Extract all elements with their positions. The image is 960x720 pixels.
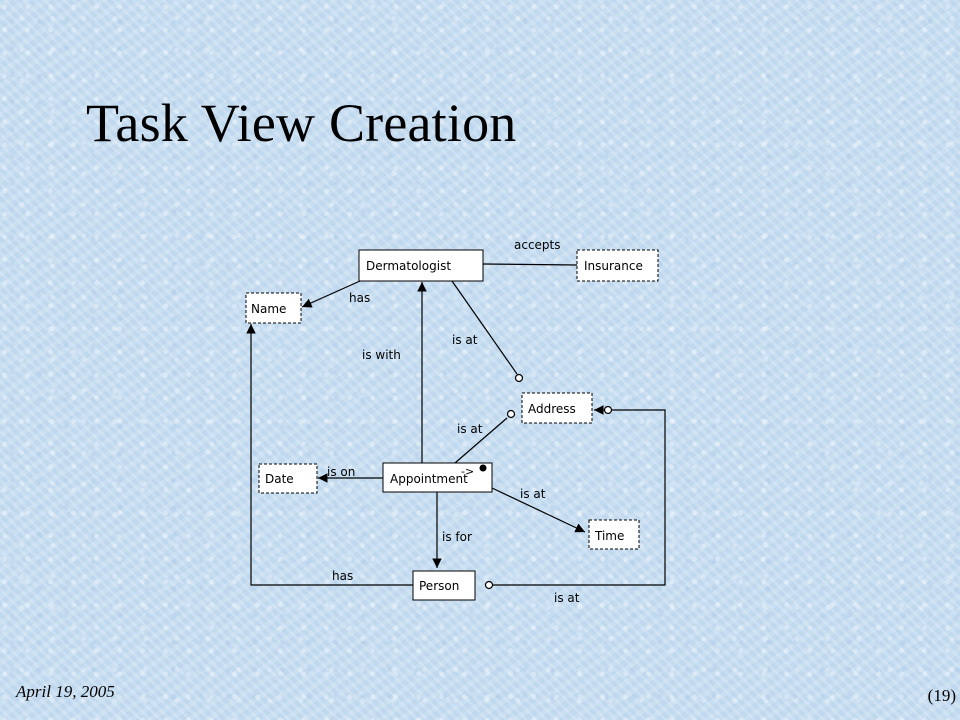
node-insurance-label: Insurance	[584, 259, 643, 273]
slide-title: Task View Creation	[86, 93, 517, 153]
node-address-label: Address	[528, 402, 576, 416]
node-dermatologist: Dermatologist	[358, 249, 484, 282]
label-is-at-appt-address: is at	[457, 422, 483, 436]
node-address: Address	[521, 392, 593, 424]
label-has-person: has	[332, 569, 353, 583]
edge-person-address	[484, 405, 666, 590]
edge-derm-address	[451, 280, 524, 383]
edge-appt-address	[454, 409, 516, 464]
label-is-at-person: is at	[554, 591, 580, 605]
label-is-at-time: is at	[520, 487, 546, 501]
node-time-label: Time	[594, 529, 624, 543]
label-is-at-derm: is at	[452, 333, 478, 347]
node-date-label: Date	[265, 472, 294, 486]
edge-derm-insurance	[482, 263, 578, 266]
edge-person-name	[246, 324, 413, 586]
label-accepts: accepts	[514, 238, 561, 252]
label-is-on: is on	[327, 465, 355, 479]
edge-appt-time	[491, 487, 586, 533]
label-is-for: is for	[442, 530, 472, 544]
page-number: (19)	[927, 686, 956, 705]
node-appointment-label: Appointment	[390, 472, 468, 486]
edge-derm-name	[301, 280, 361, 308]
label-is-with: is with	[362, 348, 401, 362]
label-has-derm: has	[349, 291, 370, 305]
node-name: Name	[245, 292, 302, 324]
node-person-label: Person	[419, 579, 459, 593]
node-time: Time	[588, 519, 640, 550]
appointment-marker: ->	[461, 465, 474, 478]
footer-date: April 19, 2005	[16, 682, 115, 701]
node-appointment: Appointment ->	[382, 462, 493, 493]
node-person: Person	[412, 570, 476, 601]
node-date: Date	[258, 463, 318, 494]
node-name-label: Name	[251, 302, 286, 316]
node-insurance: Insurance	[576, 249, 659, 282]
node-dermatologist-label: Dermatologist	[366, 259, 451, 273]
appointment-focus-dot	[479, 464, 487, 472]
